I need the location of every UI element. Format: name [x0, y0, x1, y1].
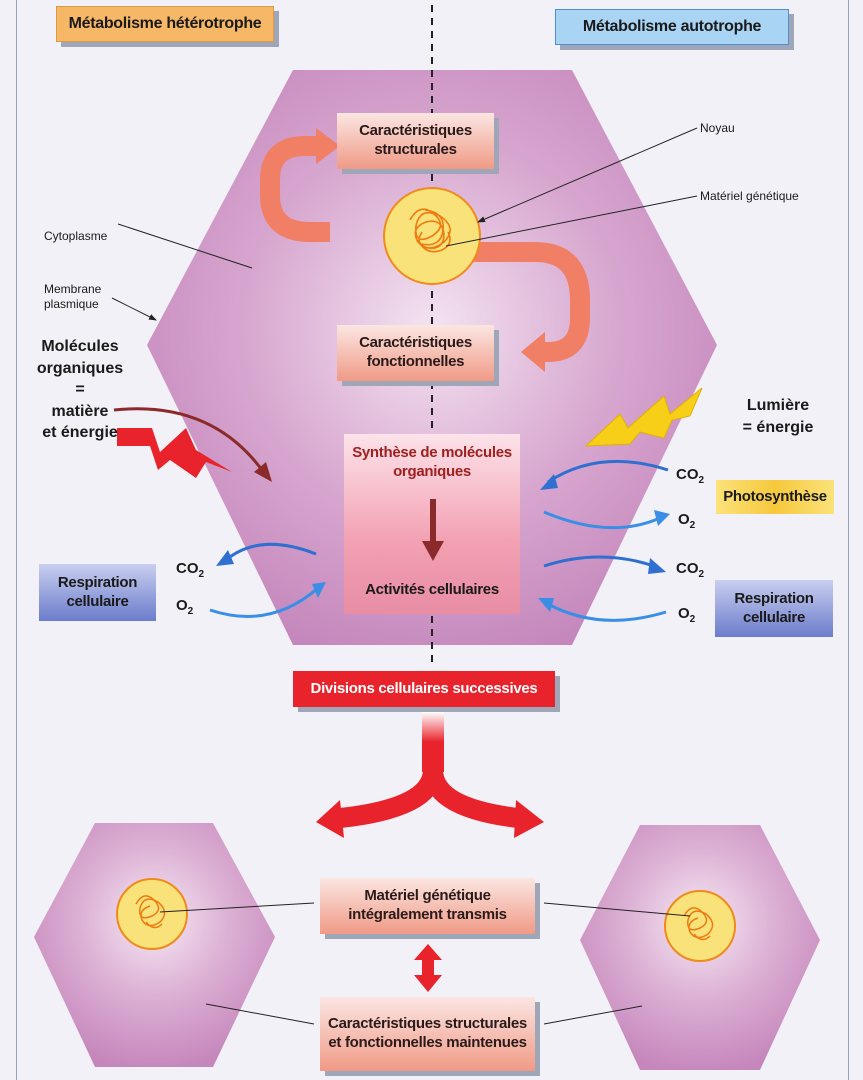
energy-lightning-left: [117, 428, 232, 478]
molecules-line4: matière: [51, 402, 109, 420]
synthese-down-arrow-icon: [422, 499, 444, 561]
label-membrane: Membrane plasmique: [44, 282, 101, 312]
header-heterotrophe: Métabolisme hétérotrophe: [56, 6, 274, 42]
co2-left-sub: 2: [198, 569, 205, 580]
cycle-arrow-down: [470, 242, 590, 362]
o2-out-arrow-right-head: [654, 510, 670, 526]
o2-right-photo-text: O: [678, 511, 690, 528]
division-branch-right-head: [514, 800, 544, 838]
lumiere-line1: Lumière: [746, 397, 810, 414]
lumiere-energie-text: Lumière = énergie: [728, 395, 828, 438]
activites-label: Activités cellulaires: [365, 581, 499, 598]
cytoplasme-pointer: [117, 223, 253, 269]
o2-right-resp-sub: 2: [689, 614, 696, 625]
label-cytoplasme: Cytoplasme: [44, 229, 108, 243]
label-membrane-line1: Membrane: [44, 282, 102, 296]
cycle-arrow-down-head: [521, 332, 545, 372]
co2-left-text: CO: [176, 560, 199, 577]
co2-right-photo-sub: 2: [698, 475, 705, 486]
materiel-pointer: [445, 195, 698, 247]
division-branch-right: [423, 769, 520, 828]
co2-right-resp: CO2: [676, 560, 704, 580]
molecules-line1: Molécules: [41, 338, 119, 355]
box-caracteristiques-maintenues: Caractéristiques structurales et fonctio…: [320, 997, 535, 1071]
label-noyau: Noyau: [700, 121, 735, 135]
o2-out-arrow-right: [543, 510, 661, 530]
page-border-right: [848, 0, 849, 1080]
label-membrane-line2: plasmique: [44, 297, 99, 311]
o2-in-arrow-left: [209, 586, 319, 618]
o2-right-photo: O2: [678, 511, 695, 531]
right-cell-pointer-nucleus: [543, 902, 691, 917]
o2-in-arrow-right-head: [538, 598, 554, 612]
co2-right-photo: CO2: [676, 466, 704, 486]
matiere-arrow: [113, 407, 264, 471]
box-respiration-right: Respiration cellulaire: [715, 580, 833, 637]
box-caracteristiques-structurales: Caractéristiques structurales: [337, 113, 494, 169]
o2-right-resp-text: O: [678, 605, 690, 622]
nucleus-daughter-right: [664, 890, 736, 962]
light-lightning-right: [584, 387, 703, 447]
co2-in-arrow-right-head: [540, 474, 558, 490]
division-branch-left-head: [316, 800, 344, 838]
matiere-arrow-head: [254, 462, 272, 482]
left-cell-pointer-cytoplasm: [205, 1003, 315, 1025]
page-border-left: [16, 0, 17, 1080]
o2-left-sub: 2: [187, 606, 194, 617]
right-cell-pointer-cytoplasm: [543, 1005, 643, 1025]
nucleus-main: [383, 187, 481, 285]
membrane-pointer: [111, 297, 157, 321]
co2-right-photo-text: CO: [676, 466, 699, 483]
left-cell-pointer-nucleus: [159, 902, 315, 913]
nucleus-daughter-left: [116, 878, 188, 950]
co2-left: CO2: [176, 560, 204, 580]
co2-out-arrow-right: [543, 555, 655, 568]
box-divisions-cellulaires: Divisions cellulaires successives: [293, 671, 555, 707]
synthese-label: Synthèse de molécules organiques: [352, 444, 512, 480]
division-stem: [422, 712, 444, 772]
co2-right-resp-text: CO: [676, 560, 699, 577]
co2-out-arrow-right-head: [648, 558, 666, 574]
co2-right-resp-sub: 2: [698, 569, 705, 580]
o2-left-text: O: [176, 597, 188, 614]
co2-out-arrow-left: [225, 542, 317, 562]
co2-in-arrow-right: [547, 459, 669, 484]
box-materiel-transmis: Matériel génétique intégralement transmi…: [320, 878, 535, 934]
box-respiration-left: Respiration cellulaire: [39, 564, 156, 621]
label-materiel-genetique: Matériel génétique: [700, 189, 799, 203]
o2-in-arrow-right: [547, 602, 667, 622]
o2-right-photo-sub: 2: [689, 520, 696, 531]
header-autotrophe: Métabolisme autotrophe: [555, 9, 789, 45]
cycle-arrow-up: [260, 136, 330, 242]
molecules-organiques-text: Molécules organiques = matière et énergi…: [30, 336, 130, 444]
lumiere-line2: = énergie: [742, 418, 814, 436]
double-arrow: [414, 944, 442, 992]
molecules-line5: et énergie: [42, 424, 118, 442]
o2-in-arrow-left-head: [312, 582, 326, 598]
box-synthese-activites: Synthèse de molécules organiques Activit…: [344, 434, 520, 614]
molecules-line3: =: [75, 381, 85, 399]
box-caracteristiques-fonctionnelles: Caractéristiques fonctionnelles: [337, 325, 494, 381]
noyau-pointer: [477, 127, 698, 223]
box-photosynthese: Photosynthèse: [716, 480, 834, 514]
division-branch-left: [338, 769, 443, 828]
o2-left: O2: [176, 597, 193, 617]
cycle-arrow-up-head: [316, 128, 340, 164]
o2-right-resp: O2: [678, 605, 695, 625]
co2-out-arrow-left-head: [216, 550, 234, 566]
molecules-line2: organiques: [36, 359, 124, 377]
